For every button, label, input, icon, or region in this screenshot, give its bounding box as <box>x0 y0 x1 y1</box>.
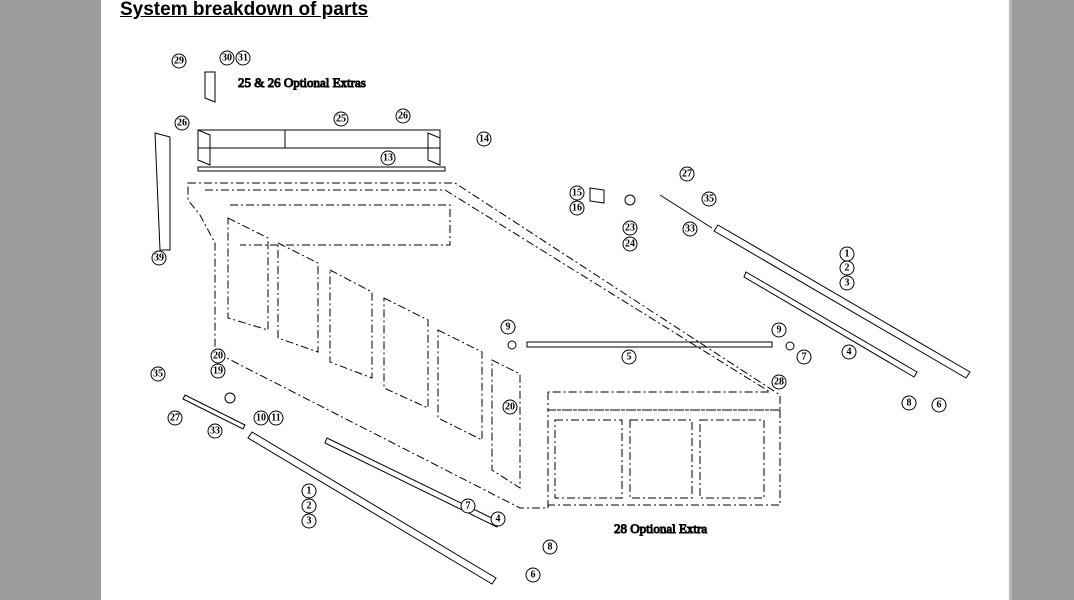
svg-text:1: 1 <box>307 486 312 497</box>
callout-39: 39 <box>151 250 167 266</box>
svg-text:20: 20 <box>505 402 515 413</box>
callout-26: 26 <box>395 108 411 124</box>
svg-text:29: 29 <box>174 56 184 67</box>
svg-text:6: 6 <box>531 570 536 581</box>
svg-text:3: 3 <box>307 516 312 527</box>
callout-16: 16 <box>569 200 585 216</box>
callout-35: 35 <box>701 191 717 207</box>
svg-text:16: 16 <box>572 203 582 214</box>
svg-text:2: 2 <box>307 501 312 512</box>
callout-35: 35 <box>150 366 166 382</box>
callout-9: 9 <box>771 322 787 338</box>
svg-text:35: 35 <box>704 194 714 205</box>
document-page <box>101 0 1009 600</box>
svg-text:39: 39 <box>154 253 164 264</box>
svg-text:23: 23 <box>625 223 635 234</box>
page-title: System breakdown of parts <box>120 0 369 20</box>
callout-30: 30 <box>219 50 235 66</box>
callout-20: 20 <box>210 348 226 364</box>
svg-text:7: 7 <box>466 501 471 512</box>
parts <box>154 71 971 585</box>
callout-10: 10 <box>253 410 269 426</box>
callout-3: 3 <box>839 275 855 291</box>
svg-text:5: 5 <box>627 352 632 363</box>
callout-11: 11 <box>268 410 284 426</box>
callout-6: 6 <box>931 397 947 413</box>
svg-text:2: 2 <box>845 263 850 274</box>
svg-text:4: 4 <box>496 514 501 525</box>
callout-9: 9 <box>500 319 516 335</box>
svg-text:31: 31 <box>238 53 248 64</box>
callout-5: 5 <box>621 349 637 365</box>
callout-2: 2 <box>839 260 855 276</box>
callout-8: 8 <box>542 539 558 555</box>
callout-27: 27 <box>167 410 183 426</box>
callout-13: 13 <box>380 150 396 166</box>
page-edge <box>1009 0 1012 600</box>
svg-text:35: 35 <box>153 369 163 380</box>
svg-text:14: 14 <box>479 134 489 145</box>
svg-text:7: 7 <box>802 352 807 363</box>
callout-14: 14 <box>476 131 492 147</box>
svg-text:27: 27 <box>170 413 180 424</box>
svg-text:27: 27 <box>682 169 692 180</box>
callout-15: 15 <box>569 185 585 201</box>
svg-text:1: 1 <box>845 249 850 260</box>
callout-29: 29 <box>171 53 187 69</box>
callout-33: 33 <box>207 423 223 439</box>
svg-text:15: 15 <box>572 188 582 199</box>
callout-4: 4 <box>490 511 506 527</box>
callout-1: 1 <box>839 246 855 262</box>
svg-text:13: 13 <box>383 153 393 164</box>
optional-extra-28-note: 28 Optional Extra <box>614 521 707 536</box>
callout-28: 28 <box>771 374 787 390</box>
svg-text:19: 19 <box>213 366 223 377</box>
svg-text:11: 11 <box>271 413 280 424</box>
callout-26: 26 <box>174 115 190 131</box>
callout-33: 33 <box>682 221 698 237</box>
svg-text:8: 8 <box>907 398 912 409</box>
svg-text:33: 33 <box>210 426 220 437</box>
svg-text:10: 10 <box>256 413 266 424</box>
svg-text:8: 8 <box>548 542 553 553</box>
callout-19: 19 <box>210 363 226 379</box>
svg-text:33: 33 <box>685 224 695 235</box>
svg-text:26: 26 <box>398 111 408 122</box>
callout-4: 4 <box>841 344 857 360</box>
callout-8: 8 <box>901 395 917 411</box>
svg-text:4: 4 <box>847 347 852 358</box>
trailer-body <box>187 182 781 509</box>
svg-text:25: 25 <box>336 114 346 125</box>
callout-20: 20 <box>502 399 518 415</box>
callout-7: 7 <box>460 498 476 514</box>
callout-7: 7 <box>796 349 812 365</box>
svg-text:24: 24 <box>625 239 635 250</box>
svg-text:3: 3 <box>845 278 850 289</box>
svg-text:9: 9 <box>506 322 511 333</box>
callout-1: 1 <box>301 483 317 499</box>
svg-text:28: 28 <box>774 377 784 388</box>
callout-2: 2 <box>301 498 317 514</box>
callout-23: 23 <box>622 220 638 236</box>
callout-3: 3 <box>301 513 317 529</box>
svg-text:26: 26 <box>177 118 187 129</box>
callout-27: 27 <box>679 166 695 182</box>
callout-6: 6 <box>525 567 541 583</box>
svg-text:6: 6 <box>937 400 942 411</box>
callout-31: 31 <box>235 50 251 66</box>
svg-text:30: 30 <box>222 53 232 64</box>
optional-extras-note: 25 & 26 Optional Extras <box>238 75 366 90</box>
callout-24: 24 <box>622 236 638 252</box>
svg-text:20: 20 <box>213 351 223 362</box>
svg-text:9: 9 <box>777 325 782 336</box>
callout-25: 25 <box>333 111 349 127</box>
